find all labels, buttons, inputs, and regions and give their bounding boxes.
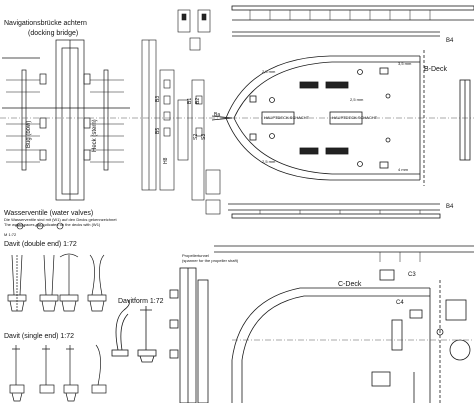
dim-2-5mm-1: 2,5 mm — [262, 69, 276, 74]
propeller-tunnel-subtitle: (spanner for the propeller shaft) — [182, 258, 239, 263]
water-valves-note-de: Die Wasserventile sind mit (W1) auf den … — [4, 217, 117, 222]
label-s2: S2 — [193, 133, 199, 140]
davit-single-drawing — [9, 344, 107, 402]
c-deck-drawing — [169, 245, 474, 403]
label-b4-bottom: B4 — [446, 204, 454, 210]
dim-4mm: 4 mm — [398, 167, 408, 172]
davit-single-title: Davit (single end) 1:72 — [4, 333, 75, 340]
davit-double-title: Davit (double end) 1:72 — [4, 241, 77, 248]
bridge-bow-label: Bug (bow) — [26, 120, 32, 148]
dim-2-5mm-2: 2,5 mm — [262, 159, 276, 164]
b-deck-drawing — [211, 5, 474, 219]
label-c3: C3 — [408, 272, 416, 278]
label-b2: B2 — [195, 97, 201, 104]
hatch-label-2: HAUPTDECK SCHACHT — [332, 115, 378, 120]
label-b3: B3 — [155, 95, 161, 102]
bridge-subtitle: (docking bridge) — [28, 30, 79, 37]
davit-form-drawing — [111, 299, 157, 363]
davit-form-title: Davitform 1:72 — [118, 298, 164, 305]
label-s3: S3 — [201, 133, 207, 140]
water-valves-title: Wasserventile (water valves) — [4, 210, 94, 217]
c-deck-title: C-Deck — [338, 281, 362, 288]
water-valves-drawing — [15, 222, 64, 230]
dim-3-5mm: 3,5 mm — [398, 61, 412, 66]
label-b5: B5 — [155, 127, 161, 134]
water-valves-scale: M 1:72 — [4, 232, 17, 237]
bridge-stern-label: Heck (stern) — [92, 119, 98, 152]
navigation-bridge-drawing — [0, 39, 474, 201]
dim-2-5mm-3: 2,5 mm — [350, 97, 364, 102]
davit-double-drawing — [7, 253, 107, 312]
label-h8: H8 — [163, 157, 169, 164]
bridge-title: Navigationsbrücke achtern — [4, 20, 87, 27]
label-c4: C4 — [396, 300, 404, 306]
detail-strips — [141, 9, 221, 215]
water-valves-note-en: The waterspaces are indicated on the dec… — [4, 222, 101, 227]
label-b4-top: B4 — [446, 38, 454, 44]
hatch-label-1: HAUPTDECK SCHACHT — [264, 115, 310, 120]
label-b1: B1 — [187, 97, 193, 104]
label-ba: Ba — [214, 112, 221, 118]
b-deck-title: B-Deck — [424, 66, 447, 73]
propeller-tunnel-title: Propellertunnel — [182, 253, 209, 258]
